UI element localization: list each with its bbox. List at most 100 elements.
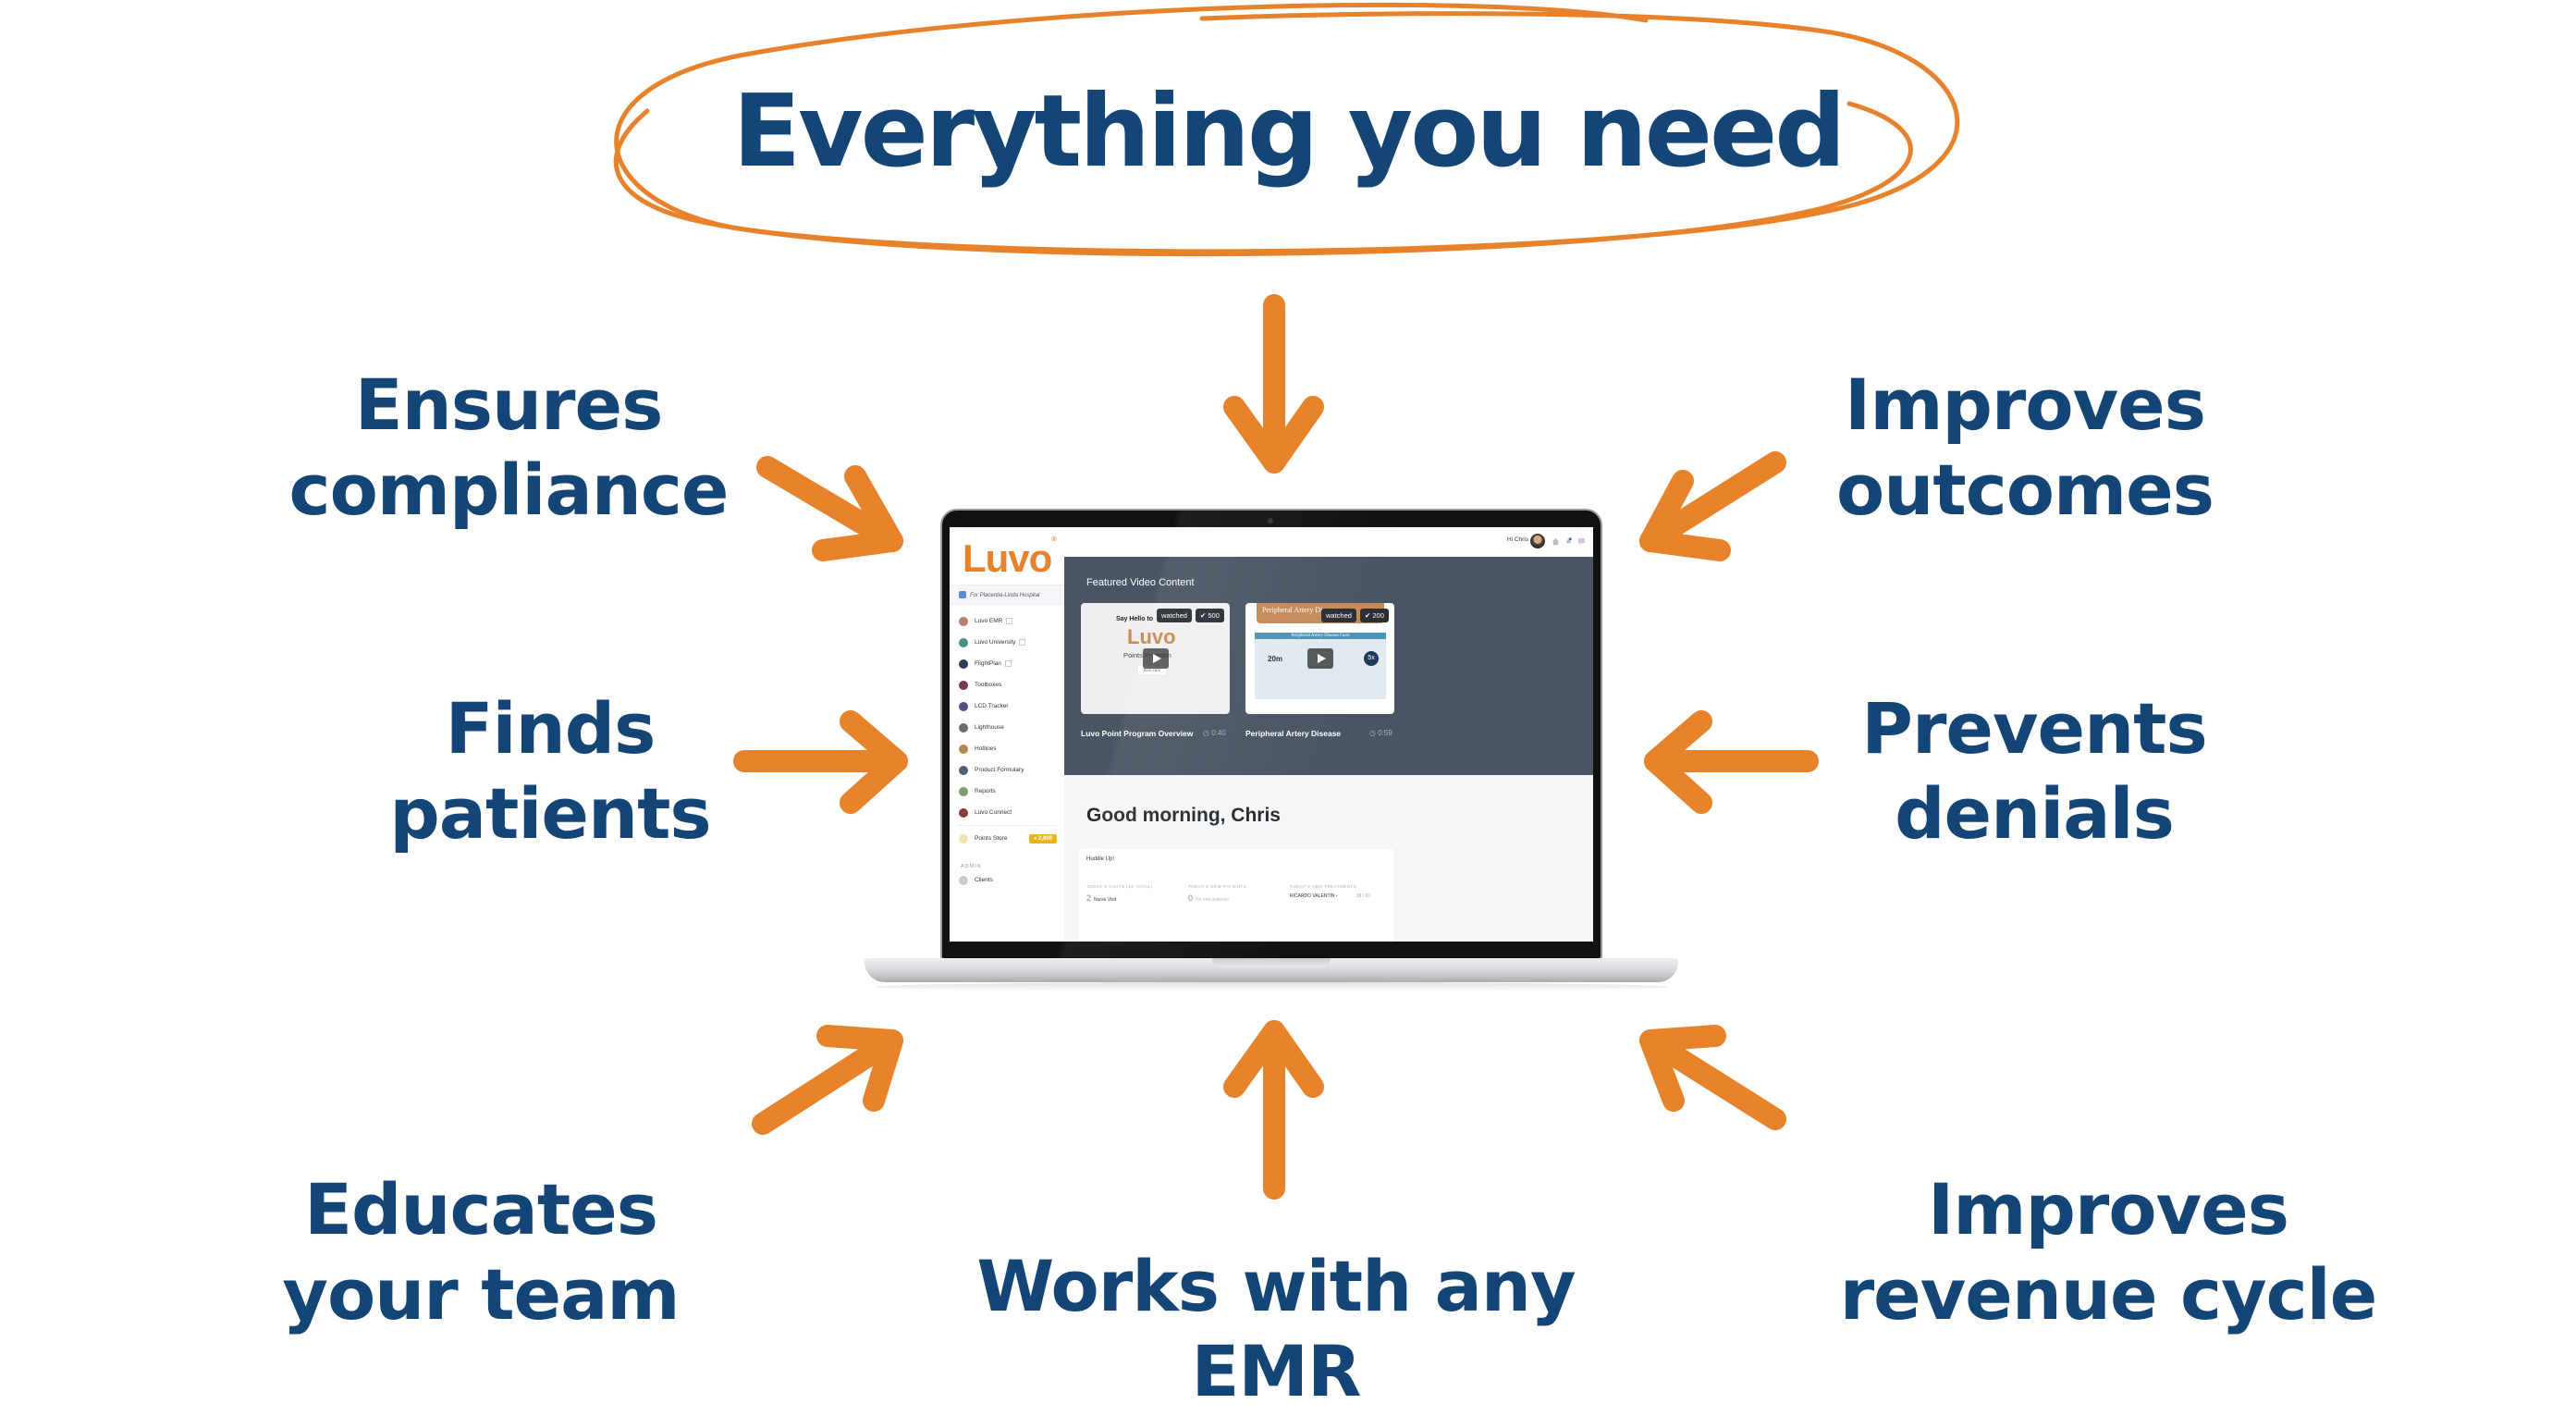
benefit-ensures-compliance: Ensures compliance [268, 363, 749, 533]
laptop-lid: Luvo® For Placentia-Linda Hospital Luvo … [940, 509, 1602, 960]
huddle-title: Huddle Up! [1086, 856, 1115, 862]
scribble-ellipse [613, 2, 1960, 257]
sidebar-item-label: FlightPlan [975, 660, 1001, 667]
nav-icon [959, 616, 968, 626]
app-screen: Luvo® For Placentia-Linda Hospital Luvo … [950, 527, 1593, 942]
sidebar-item-label: Toolboxes [975, 682, 1002, 688]
benefit-line: compliance [288, 449, 730, 531]
benefit-line: patients [389, 772, 711, 855]
nav-icon [959, 722, 968, 733]
sidebar-item[interactable]: Product Formulary [950, 759, 1064, 781]
logo-text: Luvo [963, 536, 1052, 580]
nav-icon [959, 807, 968, 818]
headline: Everything you need [732, 74, 1846, 190]
dashboard-section: Good morning, Chris Huddle Up! TODAY'S V… [1064, 775, 1593, 942]
nav-icon [959, 765, 968, 775]
arrow-down-left-icon [1639, 451, 1786, 561]
duration-value: 0:59 [1378, 729, 1392, 737]
external-link-icon [1019, 639, 1026, 646]
video-card-pad[interactable]: Peripheral Artery Disease Peripheral Art… [1245, 603, 1394, 714]
video-card-points-program[interactable]: Say Hello to Luvo Points Program luvo.ca… [1081, 603, 1230, 714]
sidebar-item[interactable]: Toolboxes [950, 674, 1064, 696]
sidebar-item-label: Reports [975, 788, 996, 794]
benefit-line: your team [282, 1253, 680, 1336]
sidebar-item-admin[interactable]: Clients [950, 869, 1064, 891]
external-link-icon [1006, 618, 1013, 624]
benefit-line: Improves [1845, 363, 2206, 446]
stat-value[interactable]: RICARDO VALENTIN •18 / 20 [1290, 893, 1370, 899]
video-title[interactable]: Peripheral Artery Disease [1245, 729, 1342, 738]
nav-icon [959, 659, 968, 669]
benefit-improves-revenue-cycle: Improves revenue cycle [1831, 1167, 2386, 1337]
sidebar: Luvo® For Placentia-Linda Hospital Luvo … [950, 527, 1065, 942]
sidebar-item-label: Product Formulary [975, 767, 1024, 773]
sidebar-item[interactable]: Luvo Connect [950, 802, 1064, 823]
bell-icon[interactable] [1564, 537, 1573, 546]
video-title[interactable]: Luvo Point Program Overview [1081, 729, 1194, 738]
duration-value: 0:40 [1211, 729, 1226, 737]
benefit-line: Prevents [1861, 687, 2207, 770]
arrow-left-icon [1644, 710, 1819, 814]
watched-badge: watched [1321, 609, 1356, 622]
sidebar-item[interactable]: LCD Tracker [950, 696, 1064, 717]
chat-icon[interactable] [1577, 537, 1586, 546]
greeting-heading: Good morning, Chris [1086, 805, 1281, 826]
arrow-down-icon [1223, 294, 1324, 474]
thumb-logo: Luvo [1127, 625, 1176, 648]
avatar[interactable] [1530, 534, 1545, 548]
laptop-shadow [874, 982, 1669, 991]
benefit-improves-outcomes: Improves outcomes [1785, 363, 2265, 533]
webcam [1268, 518, 1273, 523]
sidebar-item[interactable]: Luvo University [950, 632, 1064, 653]
sidebar-item-label: Luvo University [975, 639, 1016, 646]
stat-heading: TODAY'S NEW PATIENTS [1188, 884, 1247, 889]
home-icon[interactable] [1552, 537, 1560, 546]
sidebar-item[interactable]: Hotlines [950, 738, 1064, 759]
sidebar-item-label: Luvo Connect [975, 809, 1012, 816]
points-balance-badge: ● 2,800 [1028, 833, 1057, 843]
nav-icon [959, 786, 968, 796]
nav-icon [959, 637, 968, 647]
sidebar-item[interactable]: Lighthouse [950, 717, 1064, 738]
laptop-mockup: Luvo® For Placentia-Linda Hospital Luvo … [865, 509, 1678, 991]
top-bar: Hi Chris [1064, 527, 1593, 558]
video-duration: ◷ 0:40 [1203, 729, 1226, 737]
benefit-finds-patients: Finds patients [342, 686, 758, 856]
arrow-up-icon [1223, 1020, 1324, 1200]
laptop-notch [1212, 958, 1331, 967]
points-balance: 2,800 [1037, 835, 1052, 842]
sidebar-item-points-store[interactable]: Points Store● 2,800 [950, 828, 1064, 849]
sidebar-item[interactable]: FlightPlan [950, 653, 1064, 674]
benefit-line: outcomes [1836, 449, 2214, 531]
sidebar-item[interactable]: Reports [950, 781, 1064, 802]
user-greeting: Hi Chris [1506, 536, 1528, 543]
divider [957, 825, 1057, 826]
benefit-line: revenue cycle [1839, 1253, 2378, 1336]
sidebar-item[interactable]: Luvo EMR [950, 610, 1064, 632]
benefit-educates-team: Educates your team [250, 1167, 712, 1337]
hospital-selector[interactable]: For Placentia-Linda Hospital [950, 585, 1064, 605]
play-button[interactable] [1142, 648, 1169, 669]
section-title: Featured Video Content [1086, 577, 1195, 588]
sidebar-item-label: Luvo EMR [975, 618, 1003, 624]
thumb-heading: Say Hello to [1116, 616, 1154, 622]
gift-icon [959, 833, 968, 843]
laptop-base [865, 958, 1678, 982]
arrow-up-left-icon [1639, 1025, 1786, 1130]
thumb-stat: 5x [1364, 651, 1379, 666]
sidebar-item-label: Lighthouse [975, 724, 1004, 731]
stat-number: 2 [1086, 893, 1092, 903]
hospital-icon [959, 591, 966, 599]
hospital-name: For Placentia-Linda Hospital [970, 593, 1040, 598]
luvo-logo[interactable]: Luvo® [963, 536, 1057, 580]
points-badge: ✔ 500 [1196, 609, 1224, 622]
arrow-down-right-icon [756, 456, 903, 561]
benefit-line: Ensures [354, 363, 664, 446]
nav-icon [959, 701, 968, 711]
stat-heading: TODAY'S HBO TREATMENTS [1290, 884, 1357, 889]
arrow-up-right-icon [752, 1025, 903, 1135]
play-button[interactable] [1306, 648, 1333, 669]
